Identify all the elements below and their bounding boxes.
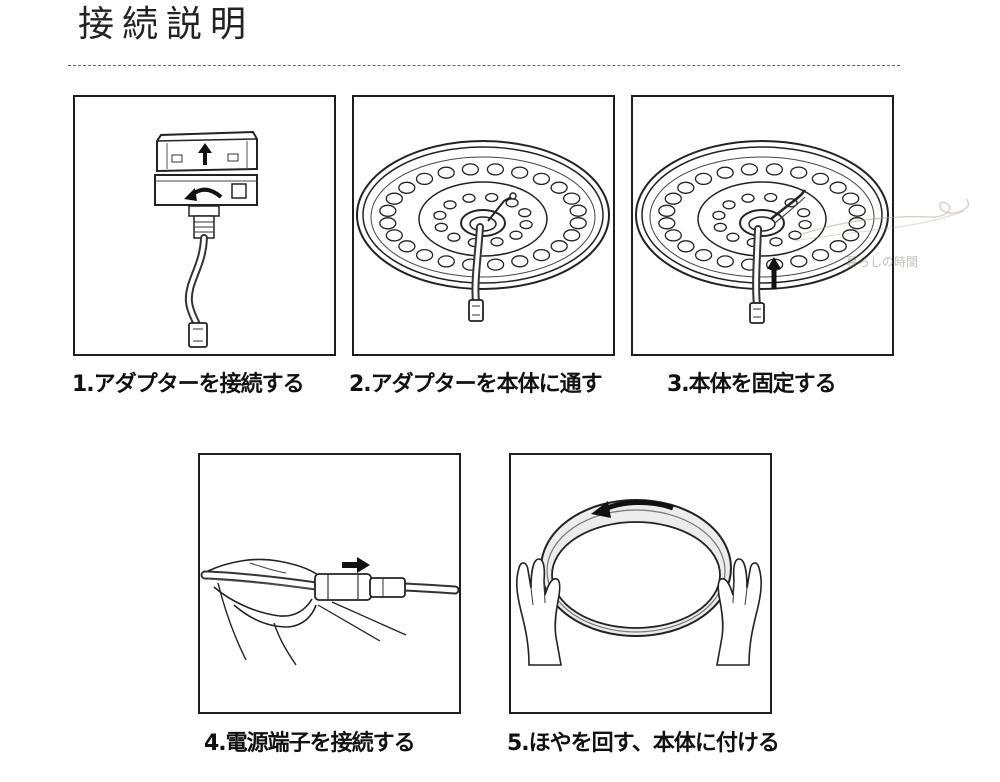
led-dot bbox=[659, 205, 675, 216]
led-dot bbox=[713, 211, 725, 219]
led-dot bbox=[564, 193, 580, 204]
led-dot bbox=[843, 230, 859, 241]
led-dot bbox=[791, 167, 807, 178]
led-dot bbox=[696, 173, 712, 184]
led-dot bbox=[386, 193, 402, 204]
led-dot bbox=[488, 259, 504, 270]
led-dot bbox=[533, 173, 549, 184]
step-1-caption: 1.アダプターを接続する bbox=[72, 371, 304, 399]
led-dot bbox=[678, 182, 694, 193]
led-dot bbox=[462, 164, 478, 175]
led-dot bbox=[399, 241, 415, 252]
power-terminal-connect-illustration bbox=[200, 455, 459, 712]
led-dot bbox=[723, 201, 735, 209]
led-dot bbox=[510, 231, 522, 239]
led-dot bbox=[659, 218, 675, 229]
led-dot bbox=[380, 205, 396, 216]
led-dot bbox=[564, 230, 580, 241]
shade-rotate-attach-illustration bbox=[511, 455, 770, 712]
led-dot bbox=[570, 218, 586, 229]
led-dot bbox=[717, 167, 733, 178]
panel-fix-illustration bbox=[633, 97, 892, 354]
step-4-caption: 4.電源端子を接続する bbox=[204, 730, 415, 758]
led-dot bbox=[448, 233, 460, 241]
terminal-connector bbox=[315, 574, 405, 600]
cable-plug bbox=[750, 303, 764, 323]
led-dot bbox=[799, 221, 811, 229]
led-dot bbox=[843, 193, 859, 204]
led-dot bbox=[714, 223, 726, 231]
step-5-caption: 5.ほやを回す、本体に付ける bbox=[507, 730, 779, 758]
led-dot bbox=[789, 231, 801, 239]
led-dot bbox=[506, 199, 518, 207]
threaded-connector bbox=[189, 206, 219, 238]
led-dot bbox=[742, 194, 754, 202]
adapter-through-panel-illustration bbox=[354, 97, 613, 354]
led-dot bbox=[727, 233, 739, 241]
led-dot bbox=[417, 173, 433, 184]
step-2-caption: 2.アダプターを本体に通す bbox=[349, 371, 602, 399]
led-dot bbox=[520, 221, 532, 229]
led-dot bbox=[463, 194, 475, 202]
led-dot bbox=[386, 230, 402, 241]
led-dot bbox=[849, 218, 865, 229]
dashed-divider bbox=[68, 65, 900, 66]
led-dot bbox=[798, 209, 810, 217]
step-5-illustration-frame bbox=[509, 453, 772, 714]
led-dot bbox=[765, 194, 777, 202]
led-dot bbox=[487, 164, 503, 175]
led-dot bbox=[438, 256, 454, 267]
led-dot bbox=[665, 230, 681, 241]
led-dot bbox=[417, 250, 433, 261]
step-1-illustration-frame bbox=[73, 95, 336, 356]
adapter-cable bbox=[756, 229, 758, 305]
led-dot bbox=[830, 182, 846, 193]
led-dot bbox=[665, 193, 681, 204]
led-dot bbox=[380, 218, 396, 229]
led-dot bbox=[444, 201, 456, 209]
led-dot bbox=[812, 173, 828, 184]
led-dot bbox=[766, 164, 782, 175]
right-cable bbox=[404, 587, 455, 590]
led-dot bbox=[717, 256, 733, 267]
led-dot bbox=[696, 250, 712, 261]
step-3-caption: 3.本体を固定する bbox=[667, 371, 836, 399]
led-dot bbox=[438, 167, 454, 178]
step-4-illustration-frame bbox=[198, 453, 461, 714]
left-cable bbox=[205, 575, 316, 589]
led-dot bbox=[570, 205, 586, 216]
led-dot bbox=[534, 250, 550, 261]
cable-plug bbox=[189, 323, 207, 347]
led-dot bbox=[791, 256, 807, 267]
led-dot bbox=[849, 205, 865, 216]
led-dot bbox=[434, 211, 446, 219]
step-2-illustration-frame bbox=[352, 95, 615, 356]
led-dot bbox=[491, 238, 503, 246]
cable-plug bbox=[469, 300, 483, 321]
adapter-cable bbox=[475, 227, 480, 302]
page-title: 接続説明 bbox=[78, 2, 254, 48]
adapter-cable bbox=[189, 238, 204, 325]
led-dot bbox=[678, 241, 694, 252]
led-dot bbox=[741, 164, 757, 175]
led-dot bbox=[830, 241, 846, 252]
led-dot bbox=[519, 209, 531, 217]
right-arrow-icon bbox=[342, 557, 370, 573]
lamp-shade-ring bbox=[541, 500, 731, 636]
led-dot bbox=[551, 182, 567, 193]
led-dot bbox=[399, 182, 415, 193]
led-dot bbox=[512, 167, 528, 178]
led-dot bbox=[486, 194, 498, 202]
led-dot bbox=[813, 250, 829, 261]
step-3-illustration-frame bbox=[631, 95, 894, 356]
led-dot bbox=[770, 238, 782, 246]
adapter-connect-illustration bbox=[75, 97, 334, 354]
ceiling-light-panel bbox=[357, 141, 609, 289]
led-dot bbox=[435, 223, 447, 231]
second-hand-lines bbox=[318, 602, 406, 641]
led-dot bbox=[512, 256, 528, 267]
ceiling-light-panel bbox=[636, 141, 888, 289]
led-dot bbox=[551, 241, 567, 252]
